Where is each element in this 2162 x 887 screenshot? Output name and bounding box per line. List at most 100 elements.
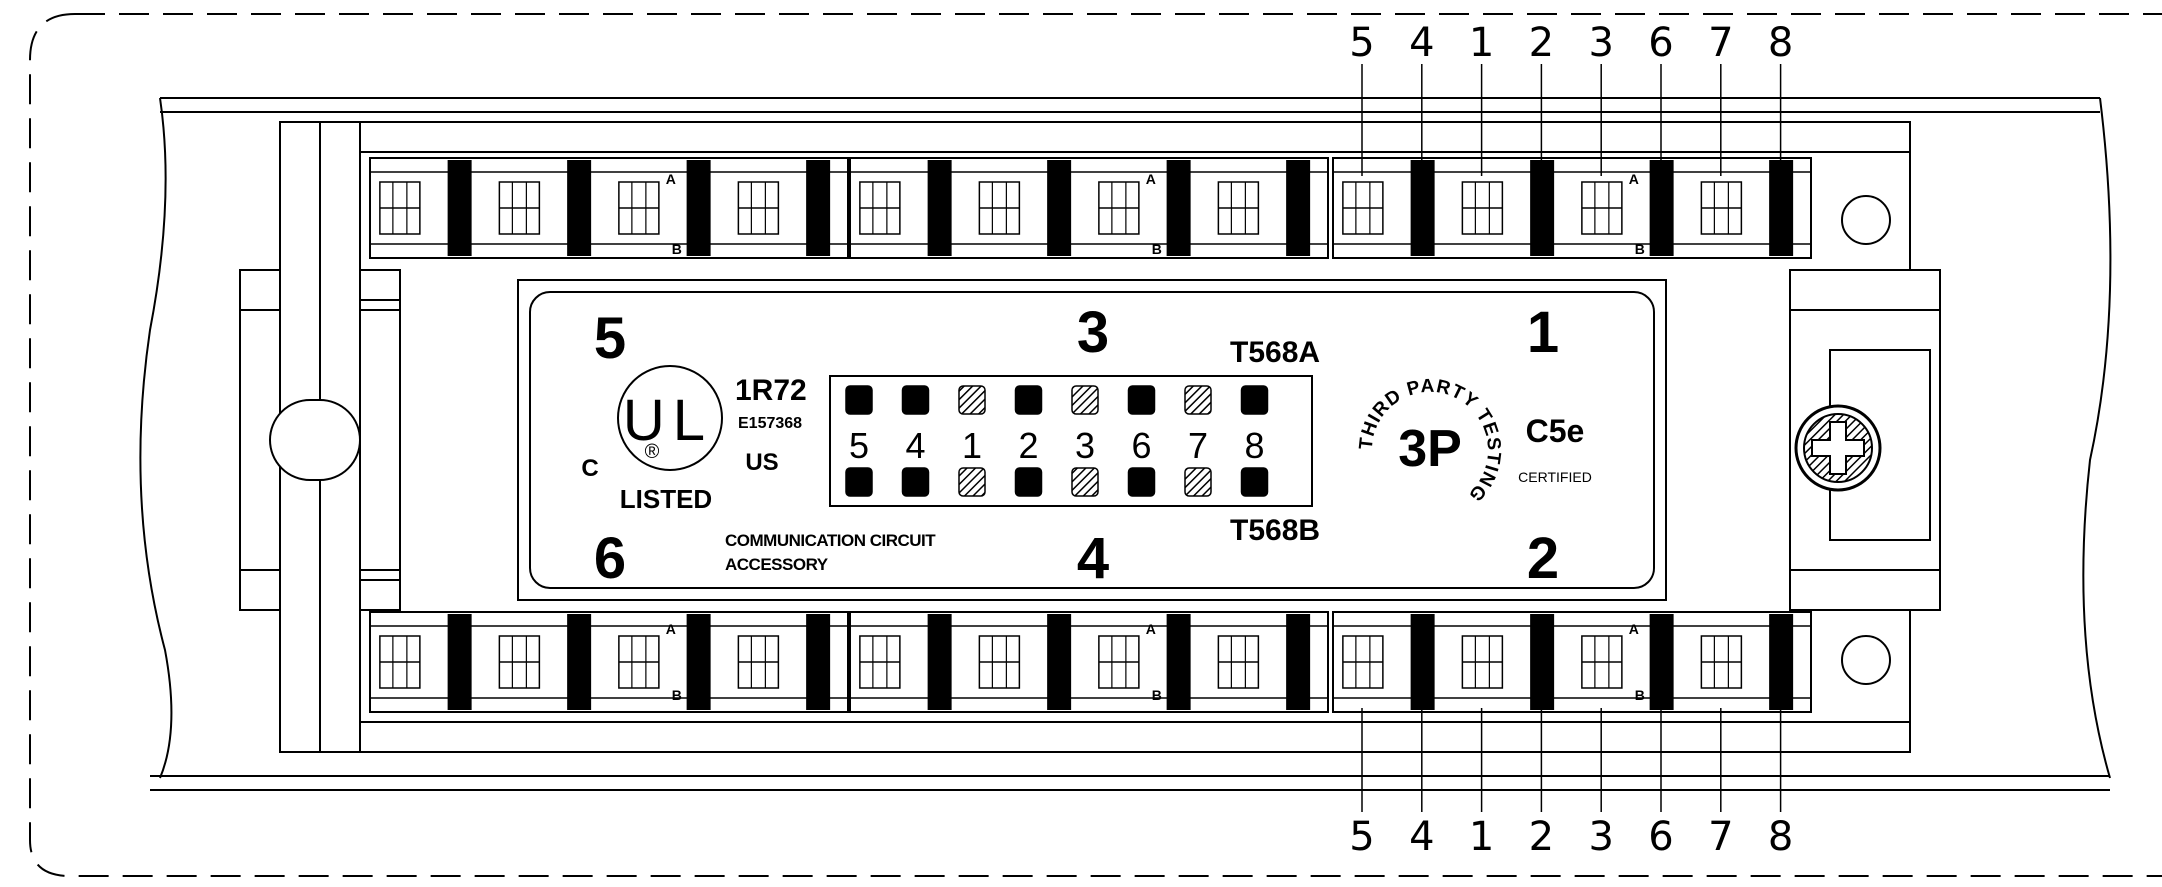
idc-contact [1047, 160, 1072, 256]
wire-swatch-a [1127, 385, 1156, 415]
idc-contact [1581, 181, 1623, 235]
mount-hole-bottom [1841, 635, 1891, 685]
idc-contact [498, 181, 541, 235]
top-rail [359, 121, 1911, 153]
idc-contact [567, 614, 592, 710]
idc-contact [618, 181, 660, 235]
idc-contact [498, 635, 541, 689]
wiring-pin-number: 7 [1188, 425, 1208, 466]
port-number-2: 2 [1527, 526, 1559, 591]
ul-country-right: US [745, 449, 778, 476]
idc-contact [1410, 614, 1435, 710]
pin-order-label: 3 [1588, 20, 1613, 66]
pair-marker-b: B [1635, 687, 1645, 703]
pair-marker-a: A [1629, 621, 1639, 637]
idc-contact [1700, 635, 1743, 689]
idc-contact [1342, 635, 1384, 689]
pin-order-label: 7 [1708, 814, 1733, 860]
pin-order-label: 1 [1469, 20, 1494, 66]
idc-contact [1530, 614, 1555, 710]
wiring-pin-number: 2 [1018, 425, 1038, 466]
wire-swatch-b [901, 467, 930, 497]
pin-order-label: 7 [1708, 20, 1733, 66]
port-number-3: 3 [1077, 300, 1109, 365]
ul-listed: LISTED [620, 484, 712, 514]
idc-contact [1342, 181, 1384, 235]
idc-contact [447, 160, 472, 256]
pin-order-label: 8 [1768, 814, 1793, 860]
idc-contact [1581, 635, 1623, 689]
idc-contact [379, 181, 421, 235]
idc-contact [1098, 635, 1140, 689]
idc-contact [1286, 614, 1311, 710]
wire-swatch-b [1071, 467, 1099, 497]
wire-swatch-a [1184, 385, 1212, 415]
wire-swatch-a [1014, 385, 1043, 415]
left-cable-clamp [239, 121, 401, 753]
wire-swatch-b [1240, 467, 1269, 497]
category-label: C5e [1526, 413, 1585, 449]
idc-contact [1166, 614, 1191, 710]
pair-marker-b: B [672, 241, 682, 257]
pin-order-label: 8 [1768, 20, 1793, 66]
idc-contact [1700, 181, 1743, 235]
pin-order-label: 6 [1648, 20, 1673, 66]
wiring-pin-number: 4 [905, 425, 925, 466]
idc-contact [447, 614, 472, 710]
mount-hole-top [1841, 195, 1891, 245]
idc-contact [618, 635, 660, 689]
wire-swatch-b [1184, 467, 1212, 497]
standard-a-label: T568A [1230, 336, 1320, 369]
pin-order-label: 1 [1469, 814, 1494, 860]
pin-order-label: 5 [1349, 814, 1374, 860]
wire-swatch-b [845, 467, 873, 497]
idc-contact [1769, 614, 1794, 710]
pin-order-label: 6 [1648, 814, 1673, 860]
pair-marker-a: A [666, 171, 676, 187]
bottom-rail [359, 721, 1911, 753]
wire-swatch-b [958, 467, 986, 497]
wiring-pin-number: 3 [1075, 425, 1095, 466]
pair-marker-b: B [1152, 687, 1162, 703]
idc-contact [978, 635, 1021, 689]
idc-contact [1461, 181, 1504, 235]
idc-contact [1217, 635, 1260, 689]
standard-b-label: T568B [1230, 514, 1320, 547]
idc-contact [686, 614, 711, 710]
ul-file-number: E157368 [738, 415, 802, 432]
caption-line-2: ACCESSORY [725, 555, 829, 574]
pair-marker-a: A [1146, 621, 1156, 637]
idc-contact [978, 181, 1021, 235]
idc-contact [859, 635, 901, 689]
pair-marker-a: A [666, 621, 676, 637]
wiring-pin-number: 1 [962, 425, 982, 466]
port-number-6: 6 [594, 526, 626, 591]
third-party-logo: 3P [1398, 420, 1462, 478]
pin-order-label: 2 [1529, 20, 1554, 66]
category-sub: CERTIFIED [1518, 469, 1592, 485]
idc-contact [1047, 614, 1072, 710]
pin-order-label: 2 [1529, 814, 1554, 860]
ul-code: 1R72 [735, 374, 807, 407]
wire-swatch-b [1127, 467, 1156, 497]
idc-contact [379, 635, 421, 689]
pin-order-label: 3 [1588, 814, 1613, 860]
ul-registered: ® [645, 441, 660, 463]
idc-contact [1098, 181, 1140, 235]
wiring-pin-number: 8 [1244, 425, 1264, 466]
wiring-pin-number: 5 [849, 425, 869, 466]
idc-contact [859, 181, 901, 235]
port-number-5: 5 [594, 306, 626, 371]
idc-contact [686, 160, 711, 256]
idc-contact [806, 614, 831, 710]
idc-contact [1166, 160, 1191, 256]
wiring-pin-number: 6 [1131, 425, 1151, 466]
ul-country-left: C [581, 455, 598, 482]
pin-order-label: 4 [1409, 20, 1434, 66]
wire-swatch-a [901, 385, 930, 415]
wire-swatch-a [1071, 385, 1099, 415]
